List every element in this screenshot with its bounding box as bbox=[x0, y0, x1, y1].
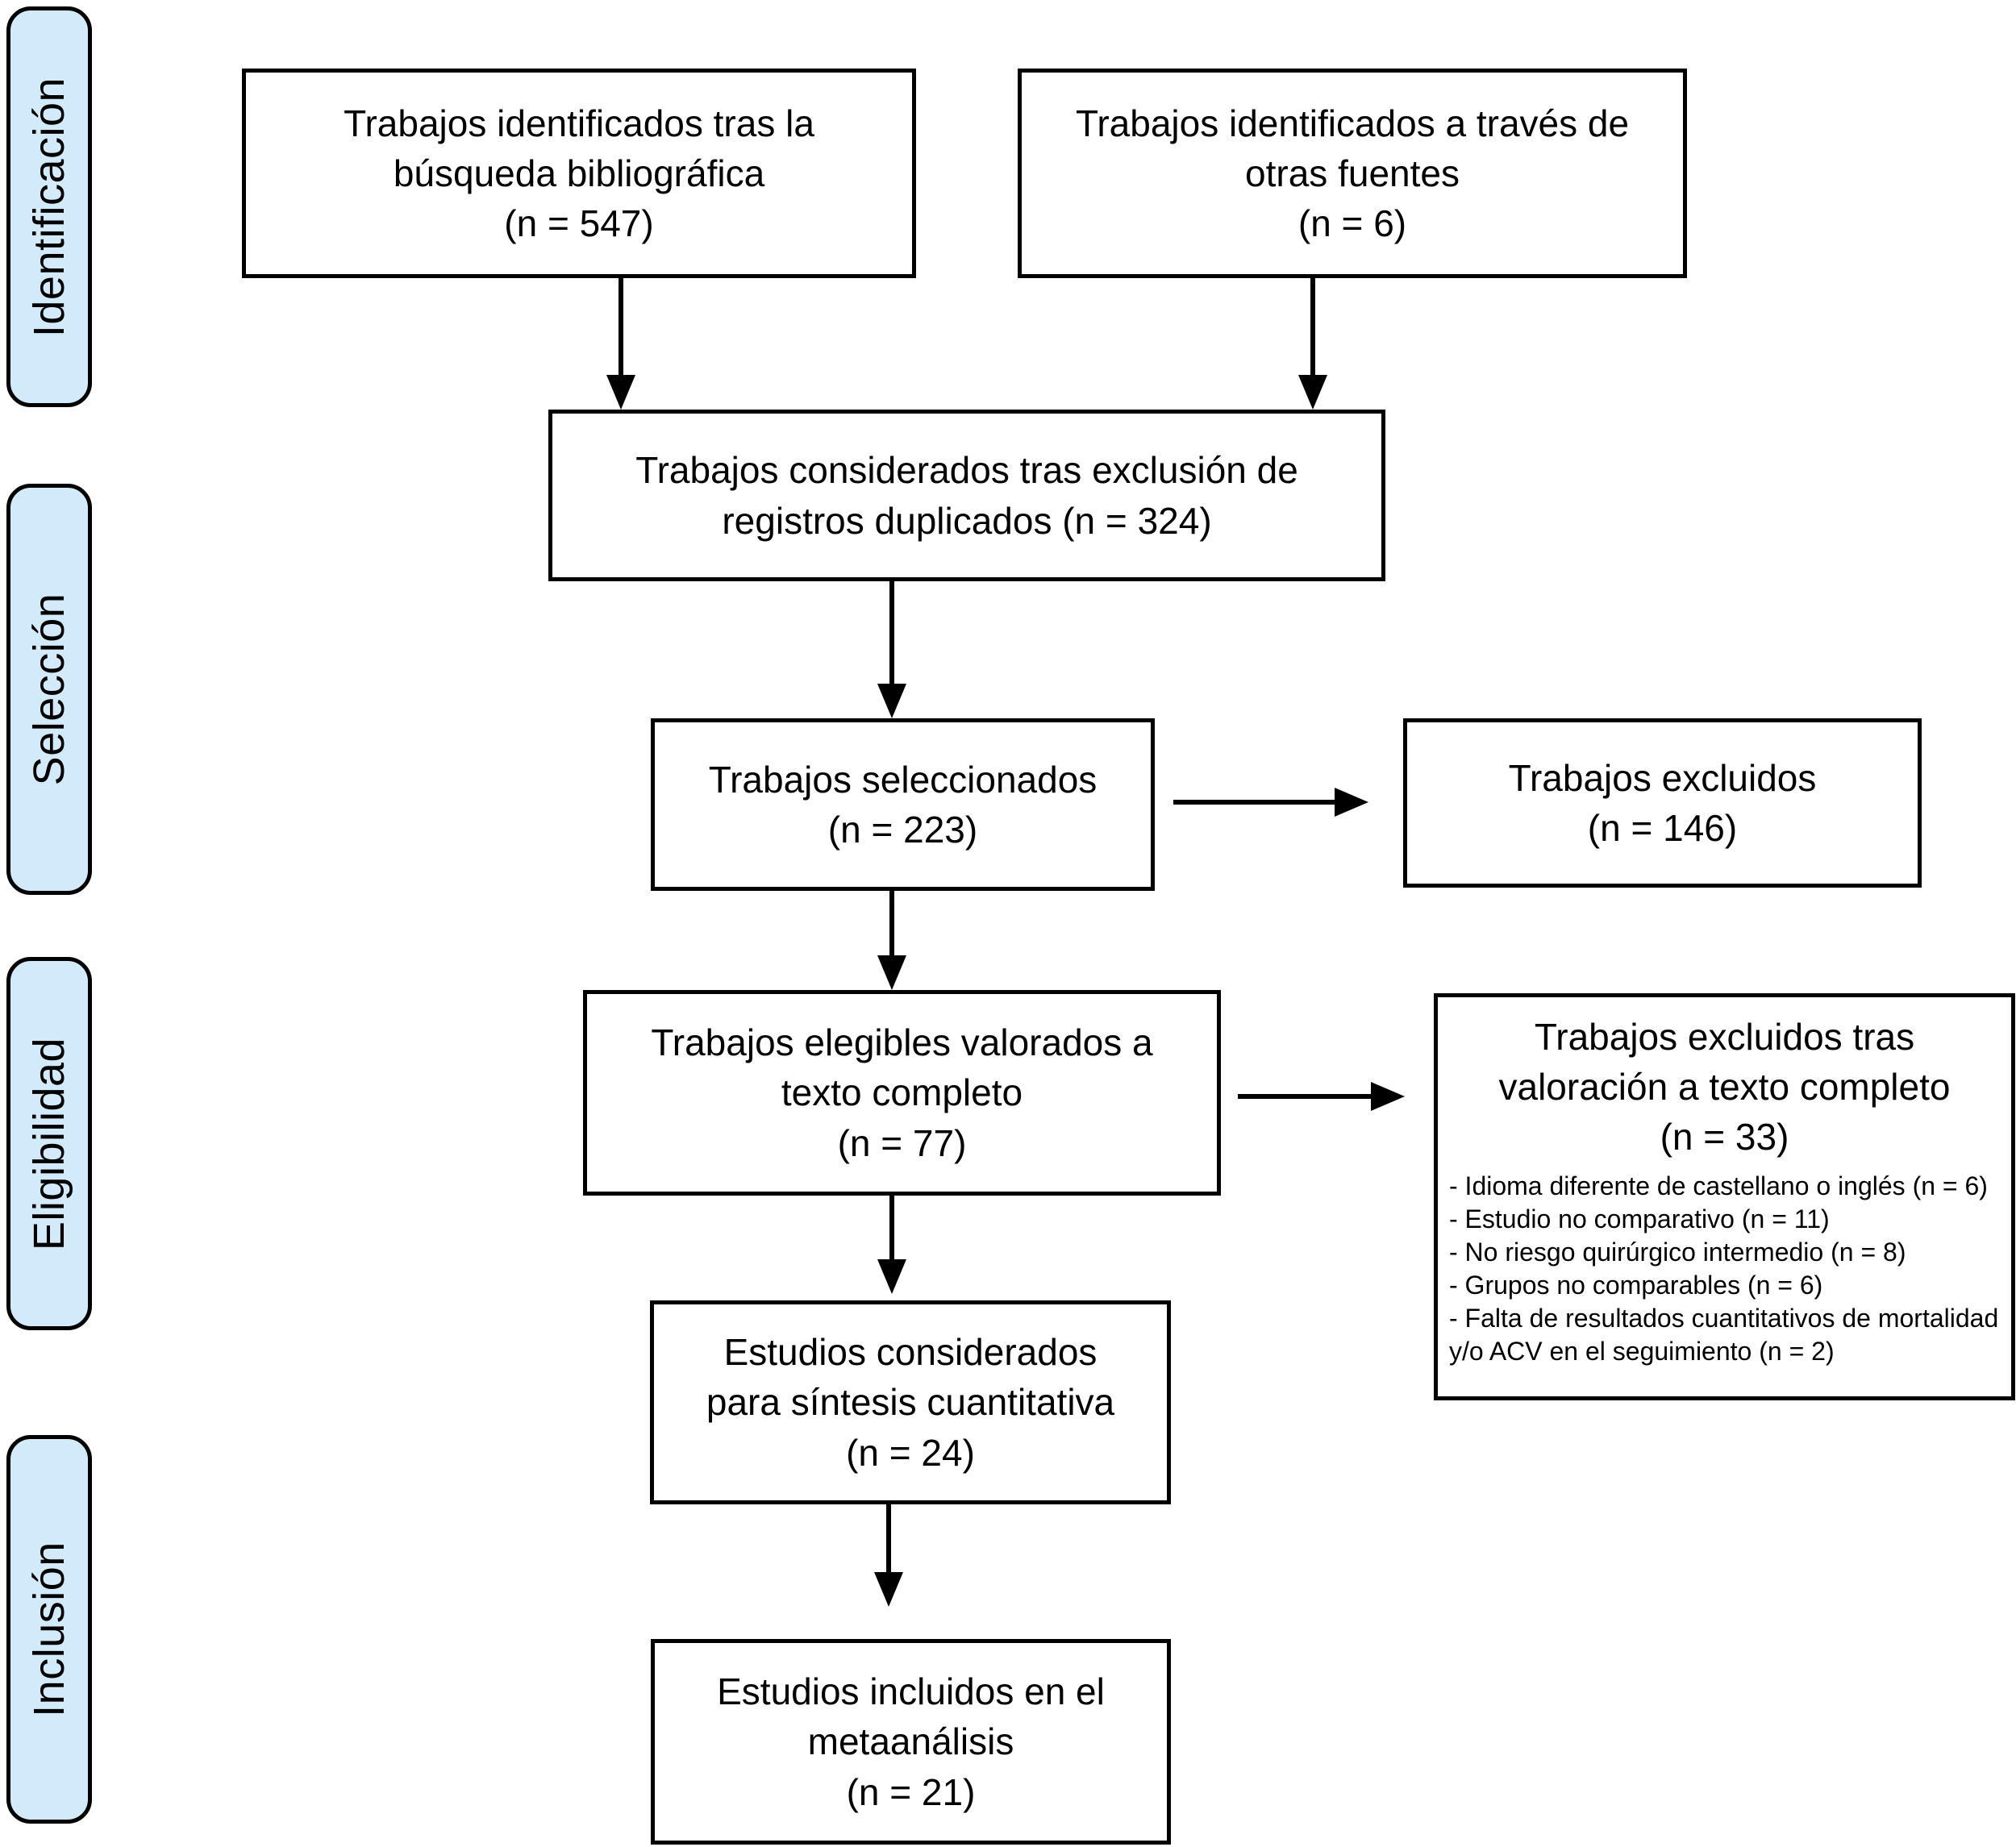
node-text-line: Estudios considerados bbox=[723, 1331, 1098, 1374]
node-text-line: búsqueda bibliográfica bbox=[393, 152, 765, 194]
arrow-duplicates-to-screened bbox=[877, 581, 906, 718]
node-text-line: Trabajos identificados tras la bbox=[344, 102, 814, 144]
node-count: (n = 223) bbox=[827, 809, 978, 851]
node-after-duplicates-removed: Trabajos considerados tras exclusión de … bbox=[548, 410, 1385, 581]
node-quantitative-synthesis: Estudios considerados para síntesis cuan… bbox=[650, 1300, 1171, 1504]
arrow-other-sources-to-duplicates bbox=[1298, 278, 1327, 410]
node-count: (n = 77) bbox=[837, 1121, 967, 1164]
node-text-line: para síntesis cuantitativa bbox=[706, 1381, 1115, 1424]
stage-inclusion: Inclusión bbox=[6, 1435, 92, 1824]
node-text-line: Trabajos excluidos tras bbox=[1534, 1016, 1915, 1058]
stage-eligibilidad: Eligibilidad bbox=[6, 957, 92, 1330]
exclusion-reason: - Idioma diferente de castellano o inglé… bbox=[1449, 1171, 1988, 1201]
exclusion-reason: - Grupos no comparables (n = 6) bbox=[1449, 1271, 1823, 1300]
node-identified-other-sources: Trabajos identificados a través de otras… bbox=[1018, 69, 1687, 278]
stage-label-identificacion: Identificación bbox=[25, 77, 73, 337]
node-text-line: valoración a texto completo bbox=[1498, 1066, 1951, 1109]
node-text-line: registros duplicados (n = 324) bbox=[722, 499, 1212, 542]
node-fulltext-excluded: Trabajos excluidos tras valoración a tex… bbox=[1434, 993, 2015, 1400]
exclusion-reason: - Estudio no comparativo (n = 11) bbox=[1449, 1204, 1830, 1234]
stage-label-inclusion: Inclusión bbox=[25, 1541, 73, 1717]
node-count: (n = 21) bbox=[846, 1770, 976, 1813]
node-text-line: Trabajos elegibles valorados a bbox=[651, 1021, 1153, 1064]
arrow-screened-to-excluded bbox=[1173, 788, 1368, 817]
node-count: (n = 547) bbox=[504, 202, 654, 245]
node-text-line: Trabajos identificados a través de bbox=[1075, 102, 1630, 144]
node-included-metaanalysis: Estudios incluidos en el metaanálisis (n… bbox=[651, 1639, 1171, 1845]
node-fulltext-assessed: Trabajos elegibles valorados a texto com… bbox=[583, 990, 1221, 1196]
arrow-fulltext-to-fulltext-excluded bbox=[1238, 1082, 1405, 1111]
exclusion-reason: - No riesgo quirúrgico intermedio (n = 8… bbox=[1449, 1238, 1906, 1267]
node-text-line: texto completo bbox=[781, 1071, 1023, 1114]
stage-label-eligibilidad: Eligibilidad bbox=[25, 1037, 73, 1250]
fulltext-excluded-reasons: - Idioma diferente de castellano o inglé… bbox=[1449, 1170, 2000, 1368]
node-count: (n = 24) bbox=[846, 1431, 975, 1474]
arrow-quantitative-to-included bbox=[874, 1504, 903, 1607]
arrow-search-to-duplicates bbox=[606, 278, 635, 410]
node-count: (n = 33) bbox=[1660, 1116, 1789, 1159]
node-count: (n = 6) bbox=[1297, 202, 1407, 245]
node-text-line: metaanálisis bbox=[807, 1720, 1014, 1763]
node-text-line: Estudios incluidos en el bbox=[717, 1670, 1105, 1713]
node-screened: Trabajos seleccionados (n = 223) bbox=[651, 718, 1155, 891]
stage-identificacion: Identificación bbox=[6, 6, 92, 407]
arrow-fulltext-to-quantitative bbox=[877, 1196, 906, 1294]
exclusion-reason: - Falta de resultados cuantitativos de m… bbox=[1449, 1304, 1999, 1367]
stage-label-seleccion: Selección bbox=[25, 593, 73, 786]
node-text-line: otras fuentes bbox=[1245, 152, 1460, 194]
node-text-line: Trabajos considerados tras exclusión de bbox=[635, 449, 1298, 492]
fulltext-excluded-title: Trabajos excluidos tras valoración a tex… bbox=[1449, 1012, 2000, 1162]
node-text-line: Trabajos excluidos bbox=[1508, 756, 1817, 799]
node-identified-search: Trabajos identificados tras la búsqueda … bbox=[242, 69, 916, 278]
node-text-line: Trabajos seleccionados bbox=[708, 758, 1098, 801]
arrow-screened-to-fulltext bbox=[877, 890, 906, 990]
node-excluded-screening: Trabajos excluidos (n = 146) bbox=[1403, 718, 1922, 888]
stage-seleccion: Selección bbox=[6, 484, 92, 895]
node-count: (n = 146) bbox=[1587, 807, 1738, 849]
